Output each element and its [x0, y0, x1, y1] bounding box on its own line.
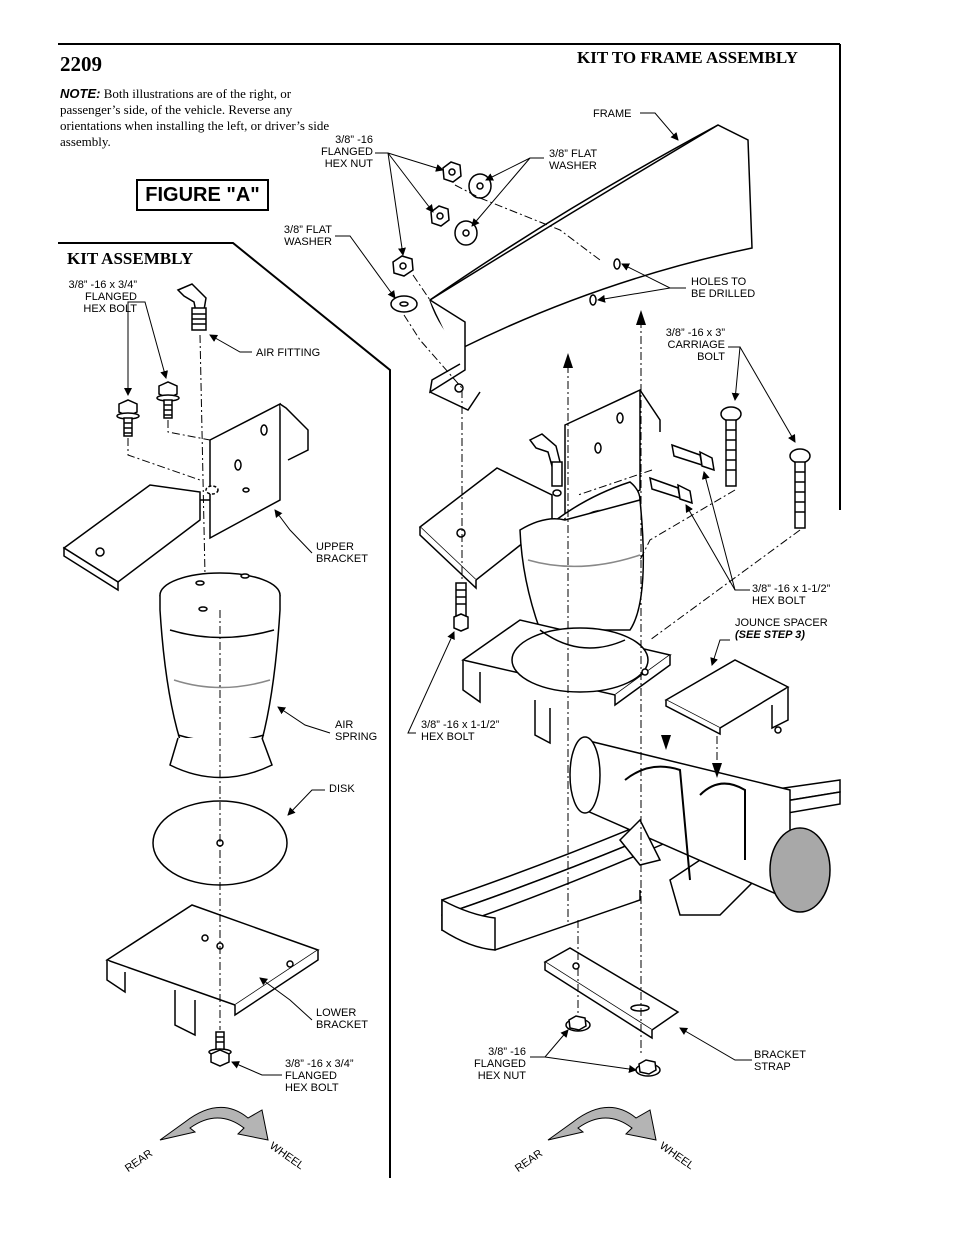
figure-label-box: FIGURE "A": [136, 179, 269, 211]
kit-to-frame-title: KIT TO FRAME ASSEMBLY: [577, 48, 798, 67]
label-line: 3/8” -16 x 3”: [665, 327, 725, 339]
label-hex-nut-top: 3/8” -16 FLANGED HEX NUT: [305, 134, 373, 170]
jounce-spacer-part: [664, 659, 790, 736]
label-upper-bracket: UPPER BRACKET: [316, 541, 368, 565]
label-line: 3/8” -16 x 1-1/2”: [752, 583, 831, 595]
label-line: WASHER: [549, 160, 597, 172]
flanged-hex-bolt-1: [116, 399, 140, 437]
label-line: (SEE STEP 3): [735, 629, 805, 641]
direction-arrows: [563, 310, 722, 778]
label-line: BRACKET: [316, 553, 368, 565]
label-line: HEX NUT: [477, 1070, 526, 1082]
label-flanged-bolt-bottom: 3/8” -16 x 3/4” FLANGED HEX BOLT: [285, 1058, 353, 1094]
label-line: BOLT: [697, 351, 725, 363]
label-frame: FRAME: [593, 108, 632, 120]
label-line: STRAP: [754, 1061, 791, 1073]
hex-bolt-left-part: [453, 582, 469, 632]
label-line: JOUNCE SPACER: [735, 617, 828, 629]
label-line: 3/8” -16 x 3/4”: [68, 279, 137, 291]
label-line: 3/8” FLAT: [549, 148, 598, 160]
page-borders: [58, 43, 841, 1178]
label-hex-bolt-right: 3/8” -16 x 1-1/2” HEX BOLT: [752, 583, 830, 607]
page-number: 2209: [60, 52, 102, 76]
air-fitting-part: [176, 283, 207, 331]
label-line: FLANGED: [285, 1070, 337, 1082]
label-line: UPPER: [316, 541, 354, 553]
label-hex-bolt-left: 3/8” -16 x 1-1/2” HEX BOLT: [421, 719, 499, 743]
note-block: NOTE: Both illustrations are of the righ…: [60, 86, 335, 150]
label-line: HOLES TO: [691, 276, 747, 288]
label-line: HEX BOLT: [421, 731, 475, 743]
label-line: HEX BOLT: [285, 1082, 339, 1094]
label-carriage-bolt: 3/8” -16 x 3” CARRIAGE BOLT: [640, 327, 725, 363]
right-centerlines: [403, 184, 801, 1055]
label-line: FLANGED: [85, 291, 137, 303]
label-line: CARRIAGE: [667, 339, 725, 351]
leader-lines: [124, 112, 796, 1076]
hex-bolts-right: [649, 443, 715, 505]
carriage-bolts: [720, 406, 811, 529]
note-label: NOTE:: [60, 86, 101, 101]
label-jounce-spacer: JOUNCE SPACER (SEE STEP 3): [735, 617, 828, 641]
left-centerlines: [127, 334, 221, 1030]
label-line: 3/8” -16: [488, 1046, 526, 1058]
axle-and-leaf-spring-part: [441, 736, 841, 951]
label-air-spring: AIR SPRING: [335, 719, 377, 743]
label-flanged-bolt-top: 3/8” -16 x 3/4” FLANGED HEX BOLT: [55, 279, 137, 315]
label-line: SPRING: [335, 731, 378, 743]
label-line: FLANGED: [474, 1058, 526, 1070]
rear-wheel-arrow-left: [159, 1106, 269, 1141]
rear-wheel-arrow-right: [547, 1106, 657, 1141]
label-line: 3/8” -16: [335, 134, 373, 146]
upper-bracket-part: [62, 402, 309, 592]
label-lower-bracket: LOWER BRACKET: [316, 1007, 368, 1031]
lower-bracket-right-part: [461, 619, 672, 745]
frame-rail-part: [428, 124, 753, 411]
bracket-strap-part: [543, 947, 680, 1040]
label-line: BRACKET: [754, 1049, 806, 1061]
label-flat-washer-left: 3/8” FLAT WASHER: [265, 224, 332, 248]
label-disk: DISK: [329, 783, 355, 795]
label-flat-washer-right: 3/8” FLAT WASHER: [549, 148, 597, 172]
label-line: 3/8” -16 x 3/4”: [285, 1058, 354, 1070]
flanged-hex-nuts-bottom: [565, 1015, 661, 1077]
label-line: LOWER: [316, 1007, 357, 1019]
label-line: WASHER: [284, 236, 332, 248]
label-line: HEX BOLT: [83, 303, 137, 315]
label-line: HEX NUT: [324, 158, 373, 170]
note-text: Both illustrations are of the right, or …: [60, 86, 330, 149]
label-line: FLANGED: [321, 146, 373, 158]
label-line: AIR: [335, 719, 354, 731]
label-holes-to-be-drilled: HOLES TO BE DRILLED: [691, 276, 755, 300]
flanged-hex-bolt-2: [156, 381, 180, 419]
label-hex-nut-bottom: 3/8” -16 FLANGED HEX NUT: [455, 1046, 526, 1082]
label-bracket-strap: BRACKET STRAP: [754, 1049, 806, 1073]
label-line: BRACKET: [316, 1019, 368, 1031]
label-line: BE DRILLED: [691, 288, 756, 300]
air-spring-part: [159, 572, 281, 779]
label-line: 3/8” -16 x 1-1/2”: [421, 719, 500, 731]
kit-to-frame-drawing: [390, 124, 841, 1077]
kit-assembly-title: KIT ASSEMBLY: [67, 249, 194, 268]
lower-bracket-part: [105, 904, 320, 1037]
flanged-hex-nuts-top: [392, 161, 462, 277]
flanged-hex-bolt-bottom: [208, 1031, 232, 1067]
kit-assembly-drawing: [62, 283, 320, 1067]
label-air-fitting: AIR FITTING: [256, 347, 321, 359]
label-line: HEX BOLT: [752, 595, 806, 607]
label-line: 3/8” FLAT: [283, 224, 332, 236]
